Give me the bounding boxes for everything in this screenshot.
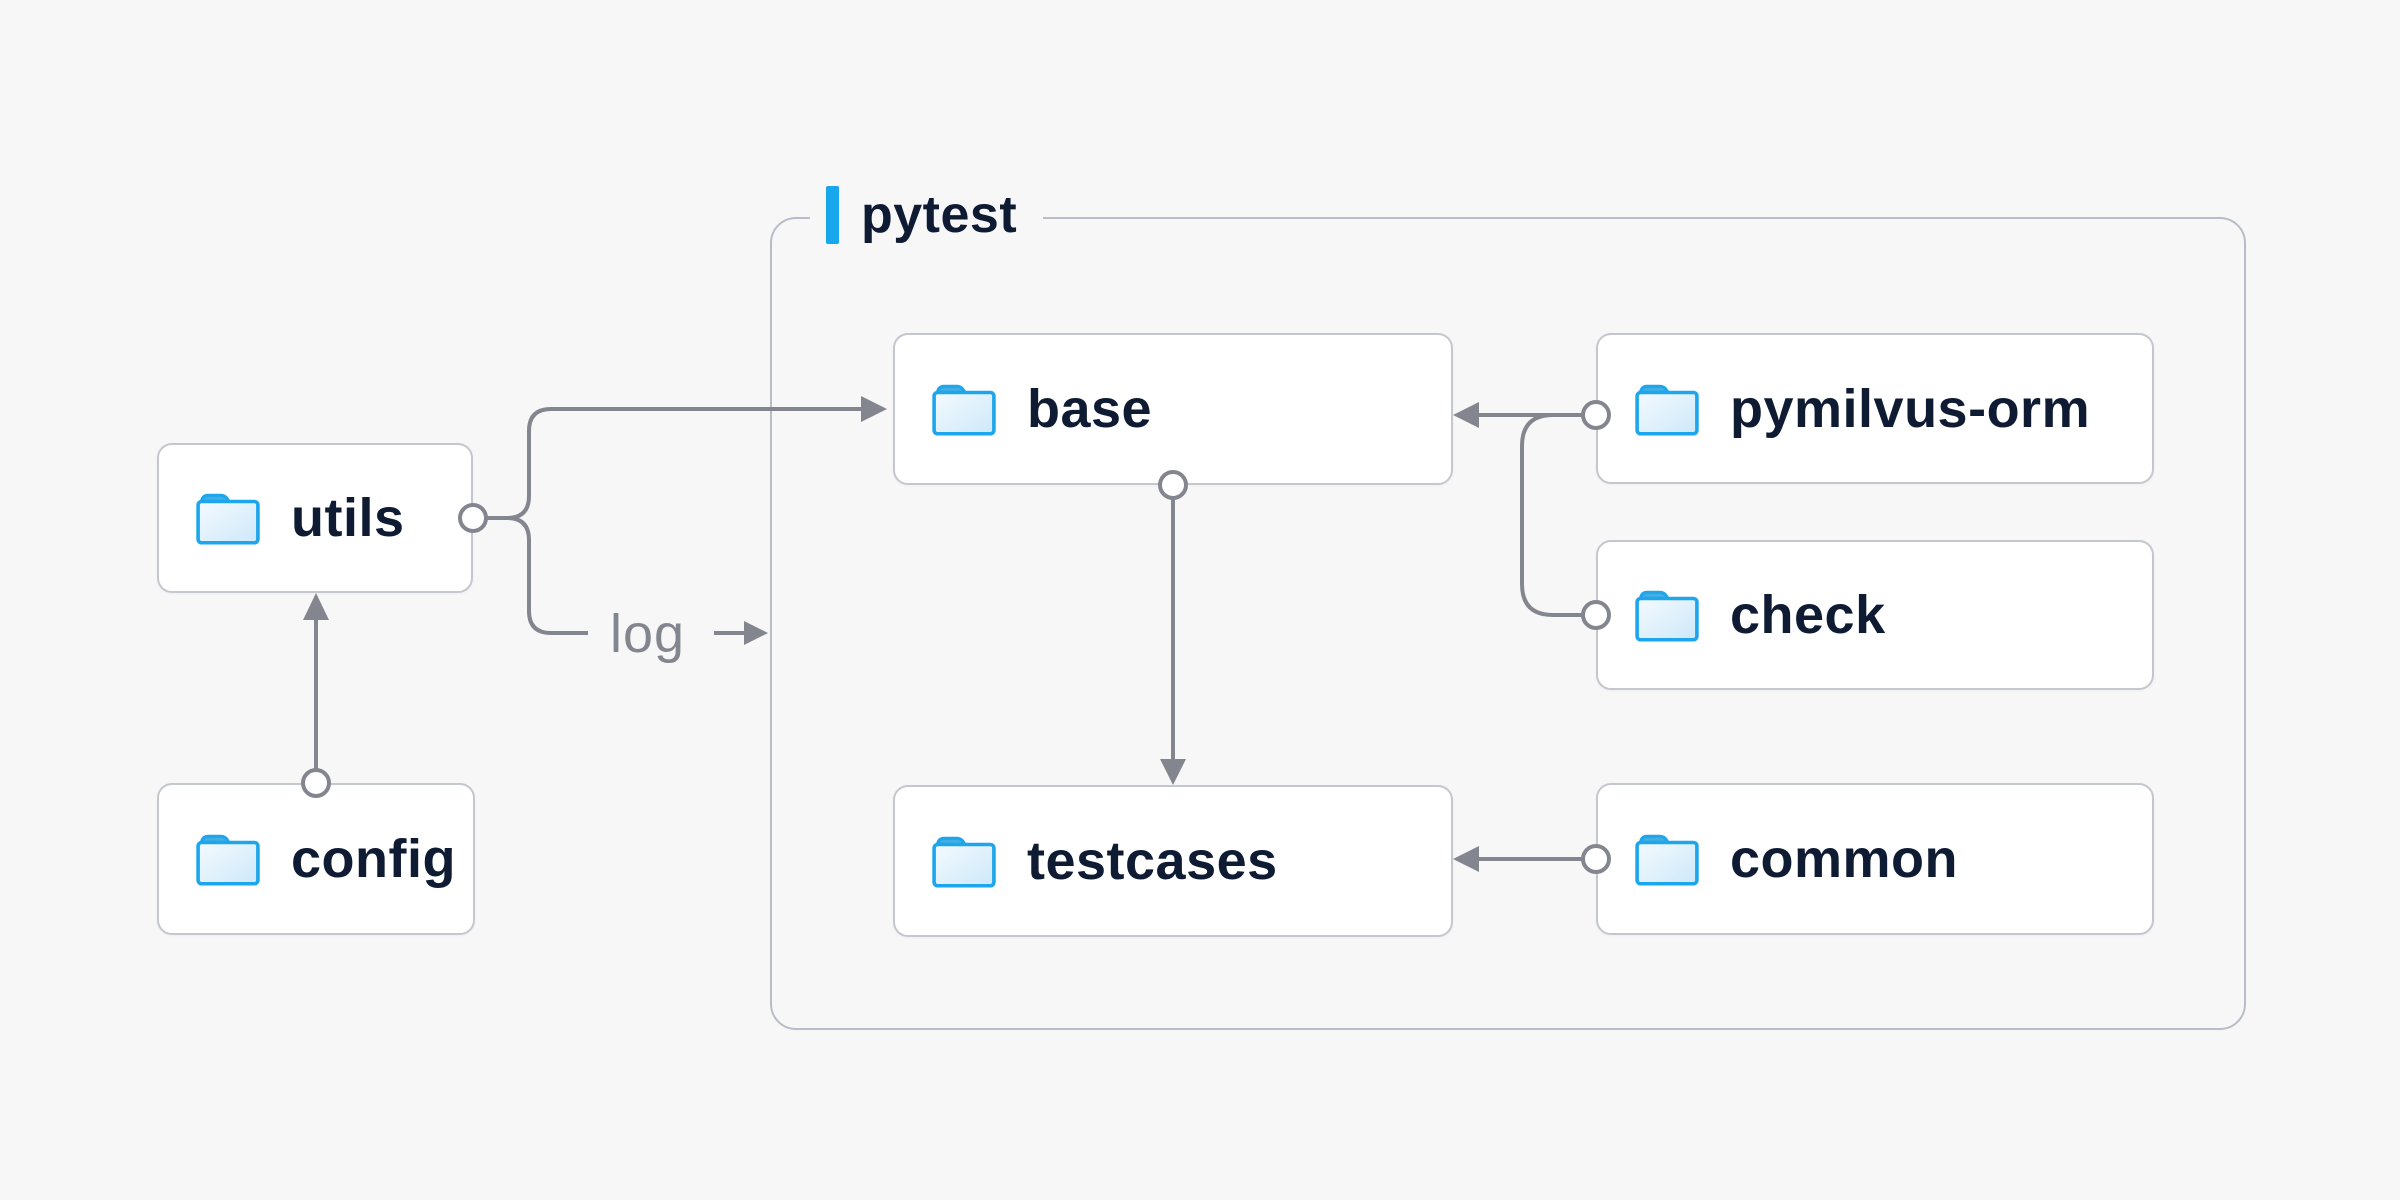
node-label: pymilvus-orm (1730, 378, 2091, 439)
node-config: config (157, 783, 475, 935)
node-label: testcases (1027, 831, 1278, 891)
node-label: base (1027, 379, 1153, 439)
folder-icon (1635, 590, 1699, 642)
pytest-container-label: pytest (810, 182, 1044, 248)
arrowhead-up (303, 593, 329, 620)
edge-utils-to-log: log (506, 516, 768, 664)
node-label: common (1730, 829, 1959, 889)
node-check: check (1596, 540, 2154, 690)
arrowhead-right (744, 621, 768, 645)
folder-icon (196, 493, 260, 545)
folder-icon (932, 836, 996, 888)
edge-config-to-utils (301, 593, 331, 798)
node-label: utils (291, 488, 405, 548)
node-testcases: testcases (893, 785, 1453, 937)
pytest-container (770, 217, 2246, 1030)
container-label-text: pytest (861, 186, 1018, 244)
folder-icon (1635, 384, 1699, 436)
node-utils: utils (157, 443, 473, 593)
edge-line (506, 516, 588, 635)
label-accent-bar (826, 186, 839, 244)
node-label: config (291, 829, 456, 889)
folder-icon (1635, 834, 1699, 886)
folder-icon (932, 384, 996, 436)
node-label: check (1730, 585, 1886, 645)
node-pymilvus-orm: pymilvus-orm (1596, 333, 2154, 484)
folder-icon (196, 834, 260, 886)
edge-label-log: log (610, 604, 685, 664)
node-base: base (893, 333, 1453, 485)
node-common: common (1596, 783, 2154, 935)
